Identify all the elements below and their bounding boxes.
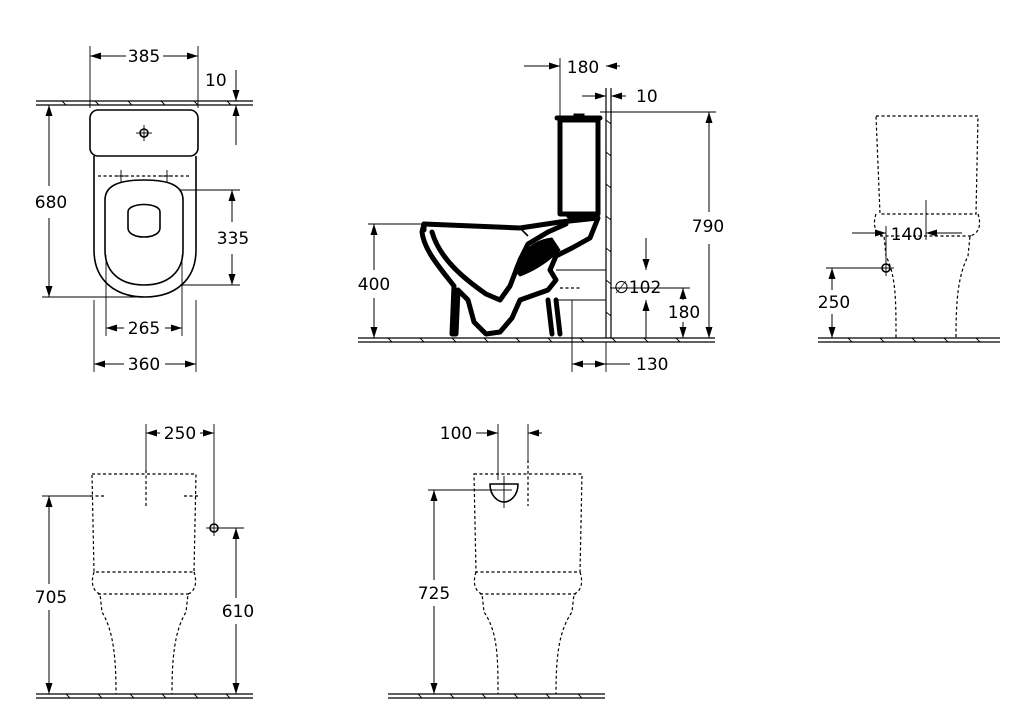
dim-label-790: 790	[692, 217, 724, 237]
dim-rear-left-height: 705	[35, 495, 90, 694]
dim-label-705: 705	[35, 588, 67, 608]
dim-depth: 680	[35, 105, 150, 298]
dim-fixing-to-rear: 335	[180, 189, 249, 286]
floor-line-front	[818, 337, 1000, 343]
dim-wall-offset: 10	[582, 87, 658, 107]
side-section-view: 180 10 790 400	[358, 58, 724, 375]
dim-label-680: 680	[35, 193, 67, 213]
dim-label-140: 140	[891, 225, 923, 245]
dim-front-inlet-offset: 140	[852, 200, 962, 264]
dim-rear-left-inlet-offset: 250	[145, 424, 215, 524]
dim-label-400: 400	[358, 275, 390, 295]
front-outline	[875, 115, 979, 215]
dim-rear-left-inlet-height: 610	[218, 527, 254, 694]
dim-cistern-projection: 180	[524, 58, 620, 118]
dim-label-360: 360	[128, 355, 160, 375]
floor-line-rear-left	[36, 693, 253, 699]
dim-total-height: 790	[600, 111, 724, 338]
dim-seat-height: 400	[358, 223, 424, 338]
dim-label-610: 610	[222, 602, 254, 622]
top-view: 385 10 680 335	[35, 46, 253, 375]
dim-outlet-height: 180	[610, 287, 700, 338]
dim-label-250-front: 250	[818, 293, 850, 313]
dim-label-180-top: 180	[567, 58, 599, 78]
dim-overall-width: 385	[89, 46, 199, 108]
dim-rear-right-inlet-offset: 100	[440, 424, 542, 480]
dim-label-385: 385	[128, 47, 160, 67]
cistern-section	[557, 117, 601, 217]
dim-rear-right-height: 725	[418, 489, 496, 694]
dim-label-265: 265	[128, 319, 160, 339]
dim-fixing-spacing: 265	[105, 255, 183, 339]
dim-label-130: 130	[636, 355, 668, 375]
bowl-section	[419, 215, 601, 337]
dim-label-725: 725	[418, 584, 450, 604]
rear-view-right: 100 725	[388, 424, 605, 699]
seat-outline	[104, 179, 184, 286]
dim-label-100: 100	[440, 424, 472, 444]
front-view: 140 250	[818, 115, 1000, 343]
cistern-lid	[89, 109, 199, 157]
floor-line-rear-right	[388, 693, 605, 699]
floor-line-side	[358, 337, 715, 343]
dim-back-offset: 10	[205, 70, 240, 145]
dim-outlet-wall-distance: 130	[571, 300, 668, 375]
bowl-outline	[93, 156, 197, 298]
wall-line-top	[36, 100, 253, 106]
dim-label-335: 335	[217, 229, 249, 249]
rear-view-left: 250 705 610	[35, 424, 254, 699]
dim-label-250-rear: 250	[164, 424, 196, 444]
rear-left-outline	[91, 473, 197, 573]
wall-side	[605, 88, 612, 338]
dim-front-inlet-height: 250	[818, 267, 886, 338]
dim-label-10-top: 10	[205, 71, 227, 91]
dim-label-10-side: 10	[636, 87, 658, 107]
dim-label-180-outlet: 180	[668, 303, 700, 323]
dim-base-width: 360	[93, 300, 197, 375]
